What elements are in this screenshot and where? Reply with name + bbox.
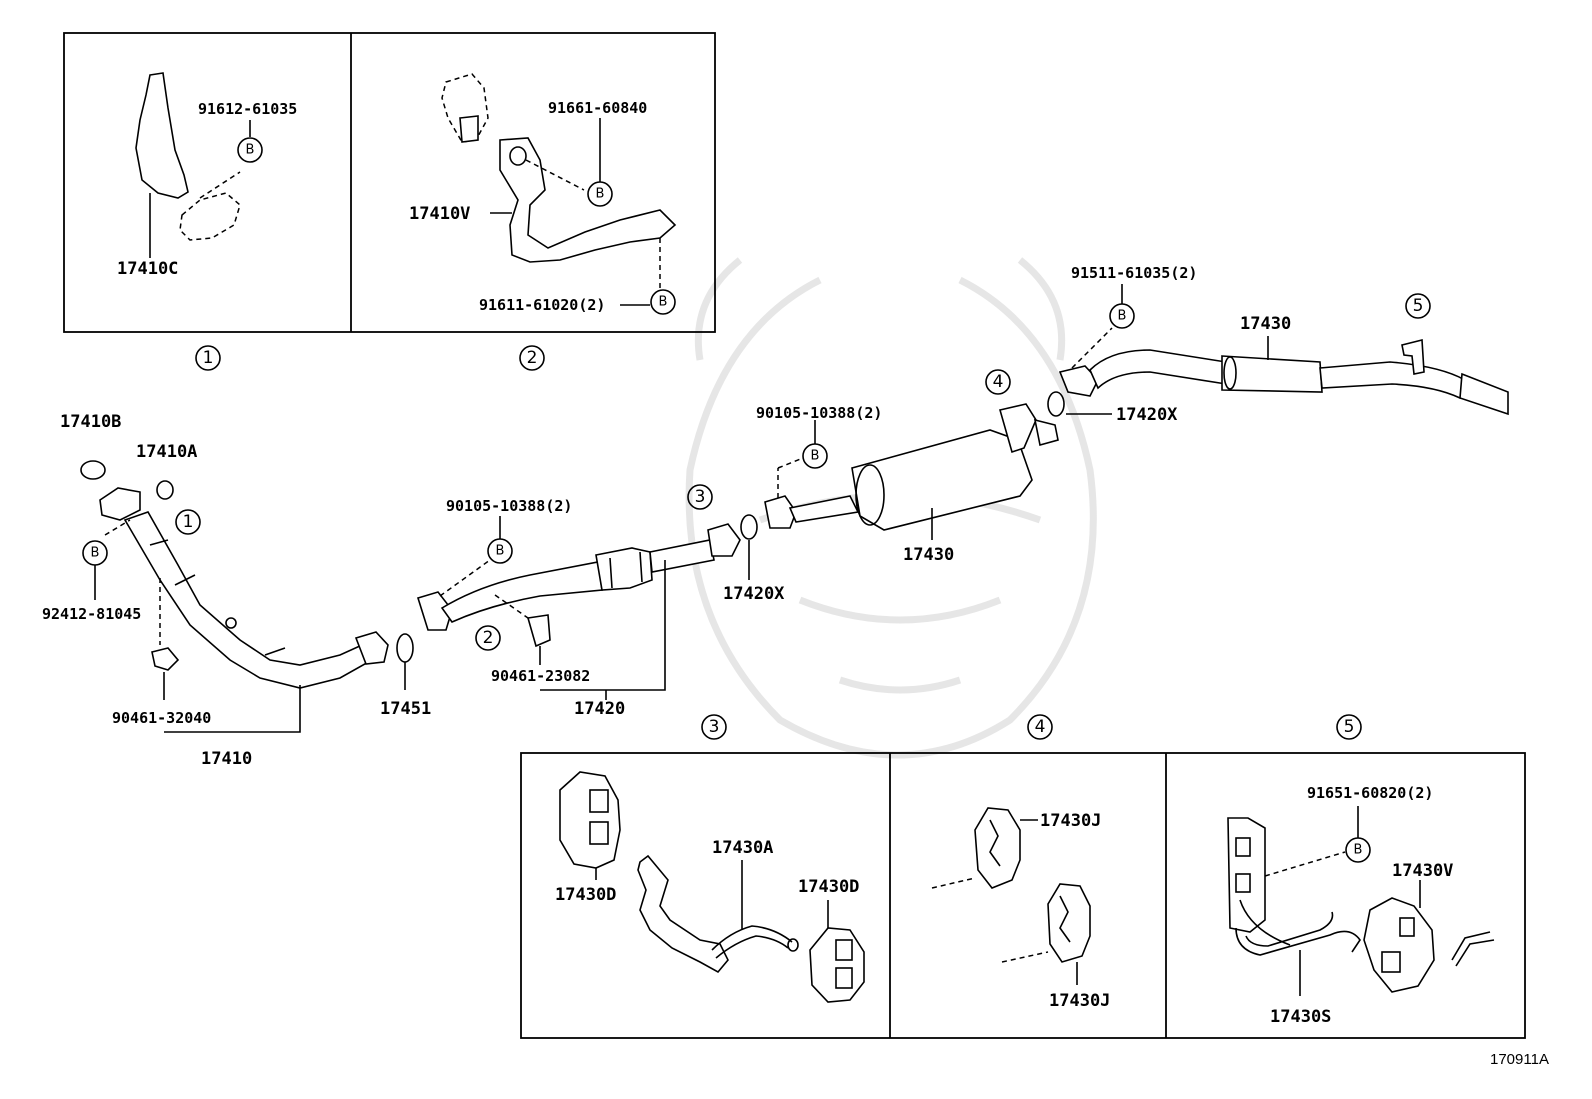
inset-ref-4: 4 (985, 369, 1011, 395)
svg-text:B: B (811, 449, 820, 464)
diagram-code: 170911A (1490, 1051, 1549, 1068)
label-17410V: 17410V (409, 204, 470, 224)
label-91651-60820: 91651-60820(2) (1307, 784, 1433, 802)
label-17410B: 17410B (60, 412, 121, 432)
svg-text:2: 2 (483, 628, 494, 648)
svg-text:4: 4 (1035, 717, 1046, 737)
label-17420X-b: 17420X (1116, 405, 1178, 425)
inset-ref-5: 5 (1405, 293, 1431, 319)
svg-text:5: 5 (1413, 296, 1424, 316)
bolt-92412: B (82, 519, 131, 600)
label-17410C: 17410C (117, 259, 178, 279)
label-90461-23082: 90461-23082 (491, 667, 590, 685)
label-17410: 17410 (201, 749, 252, 769)
front-pipe-17410 (99, 487, 389, 689)
svg-text:4: 4 (993, 372, 1004, 392)
label-17430S: 17430S (1270, 1007, 1331, 1027)
inset-ref-3: 3 (687, 484, 713, 510)
svg-text:B: B (496, 544, 505, 559)
inset-1-bolt: B (237, 120, 263, 163)
label-91612-61035: 91612-61035 (198, 100, 297, 118)
label-17430A: 17430A (712, 838, 773, 858)
label-17430J-a: 17430J (1040, 811, 1101, 831)
muffler-17430-front (764, 403, 1059, 531)
gasket-17420X-a (740, 514, 758, 540)
svg-text:B: B (1118, 309, 1127, 324)
inset-ref-2: 2 (475, 625, 501, 651)
label-17430D-a: 17430D (555, 885, 616, 905)
svg-text:1: 1 (203, 348, 214, 368)
label-17410A: 17410A (136, 442, 197, 462)
inset-number-2: 2 (519, 345, 545, 371)
inset-1-bracket-17410C (135, 72, 241, 258)
inset-number-5: 5 (1336, 714, 1362, 740)
svg-text:B: B (659, 295, 668, 310)
label-17430-a: 17430 (903, 545, 954, 565)
bolt-90105-a: B (439, 516, 513, 597)
label-92412-81045: 92412-81045 (42, 605, 141, 623)
inset-number-3: 3 (701, 714, 727, 740)
bracket-17430A (637, 854, 799, 974)
svg-text:5: 5 (1344, 717, 1355, 737)
gasket-17410B (80, 460, 106, 480)
label-91611-61020: 91611-61020(2) (479, 296, 605, 314)
label-17420X-a: 17420X (723, 584, 785, 604)
hanger-17430J-a (931, 807, 1038, 889)
inset-box-3-4-5 (520, 752, 1526, 1039)
bolt-91651: B (1345, 806, 1371, 863)
label-17451: 17451 (380, 699, 431, 719)
bolt-symbol: B (246, 143, 255, 158)
hanger-17430D-a (559, 771, 621, 880)
svg-text:2: 2 (527, 348, 538, 368)
clamp-90461-32040 (151, 578, 301, 733)
inset-2-bracket-17410V (441, 73, 677, 290)
hanger-17430D-b (809, 900, 865, 1003)
tailpipe-17430 (1058, 338, 1509, 416)
nut-17410A (156, 480, 174, 500)
inset-2-bolts: B B (587, 118, 676, 315)
svg-text:1: 1 (183, 512, 194, 532)
center-pipe-17420 (416, 523, 741, 631)
hanger-17430V (1363, 880, 1495, 993)
label-17430D-b: 17430D (798, 877, 859, 897)
svg-text:B: B (596, 187, 605, 202)
label-90105-10388-a: 90105-10388(2) (446, 497, 572, 515)
svg-text:3: 3 (709, 717, 720, 737)
gasket-17420X-b (1047, 391, 1065, 417)
label-17430J-b: 17430J (1049, 991, 1110, 1011)
inset-box-1-2 (63, 32, 716, 333)
svg-text:B: B (91, 546, 100, 561)
hanger-17430J-b (1001, 883, 1091, 985)
svg-text:B: B (1354, 843, 1363, 858)
inset-number-4: 4 (1027, 714, 1053, 740)
label-17420: 17420 (574, 699, 625, 719)
label-91661-60840: 91661-60840 (548, 99, 647, 117)
svg-text:3: 3 (695, 487, 706, 507)
bracket-17430S (1227, 817, 1361, 996)
bolt-91511: B (1071, 284, 1135, 369)
inset-number-1: 1 (195, 345, 221, 371)
inset-ref-1: 1 (175, 509, 201, 535)
clamp-90461-23082 (494, 560, 666, 700)
label-17430V: 17430V (1392, 861, 1453, 881)
label-90461-32040: 90461-32040 (112, 709, 211, 727)
watermark (685, 257, 1097, 759)
label-91511-61035: 91511-61035(2) (1071, 264, 1197, 282)
label-90105-10388-b: 90105-10388(2) (756, 404, 882, 422)
label-17430-b: 17430 (1240, 314, 1291, 334)
gasket-17451 (396, 633, 414, 663)
bolt-90105-b: B (777, 420, 828, 498)
